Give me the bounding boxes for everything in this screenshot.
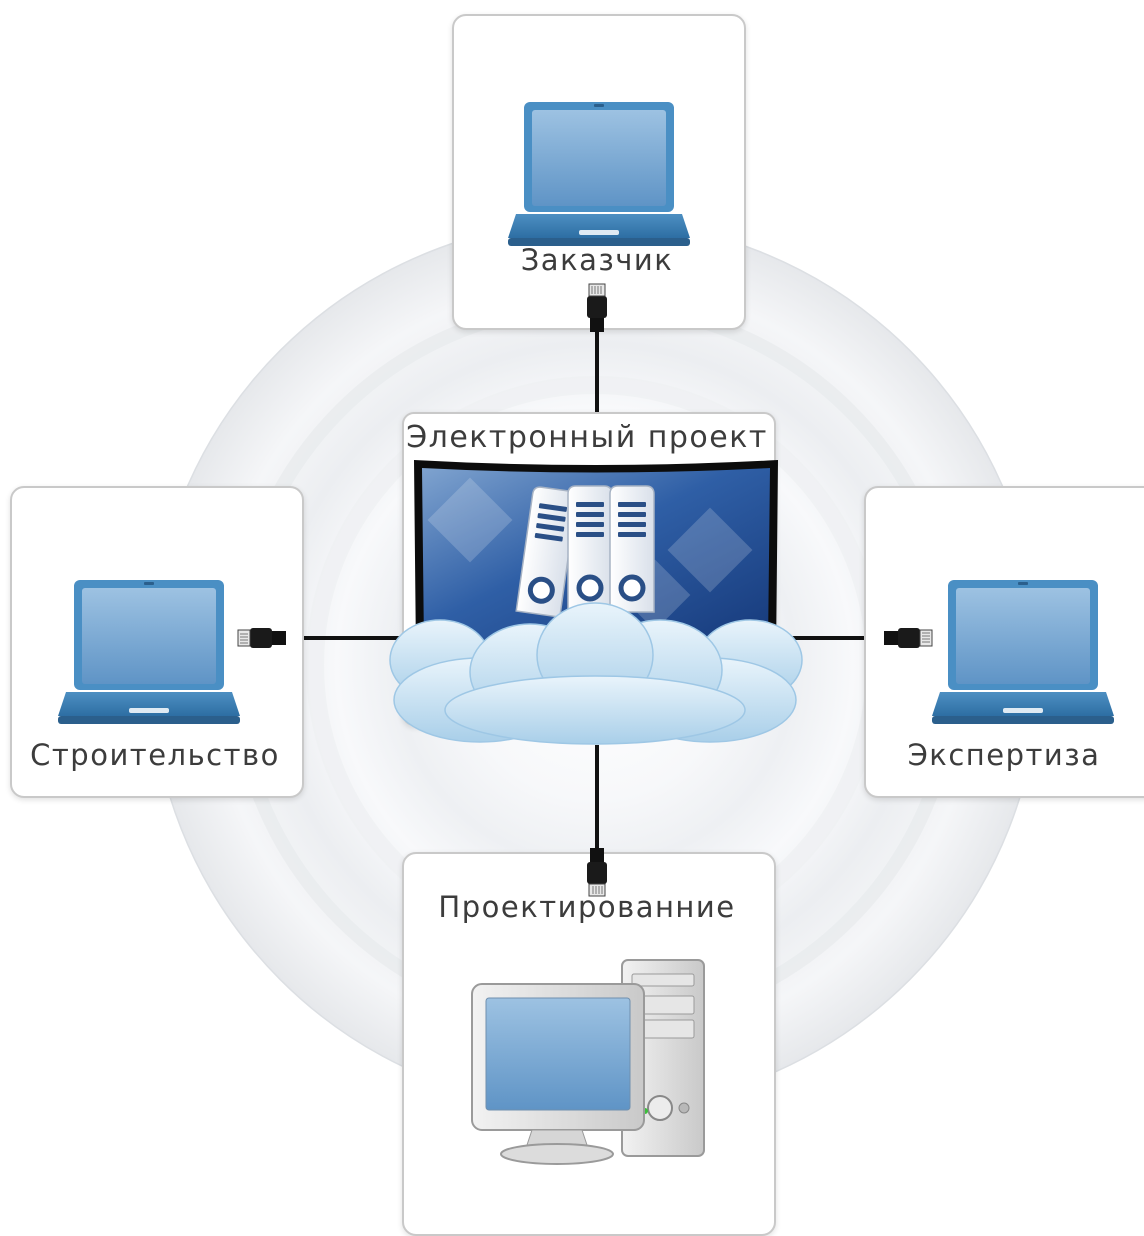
node-label-design: Проектированние bbox=[438, 890, 736, 924]
desktop-computer-icon bbox=[471, 959, 705, 1165]
node-label-expertise: Экспертиза bbox=[907, 738, 1101, 772]
node-label-construction: Строительство bbox=[30, 738, 280, 772]
central-project-title: Электронный проект bbox=[406, 420, 768, 455]
node-label-customer: Заказчик bbox=[520, 243, 674, 277]
laptop-icon bbox=[508, 102, 690, 246]
server-cloud-icon bbox=[389, 460, 803, 745]
